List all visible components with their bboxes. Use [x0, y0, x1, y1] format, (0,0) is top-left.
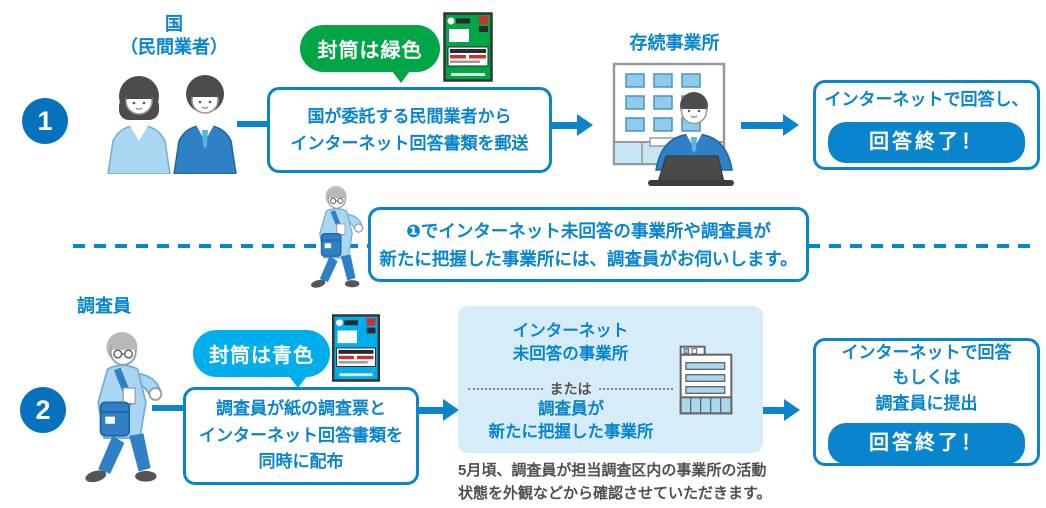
- flow2-arrow-2: [763, 399, 800, 421]
- flow1-step-box: 国が委託する民間業者から インターネット回答書類を郵送: [267, 87, 552, 173]
- flow2-result-box: インターネットで回答 もしくは 調査員に提出 回答終了！: [813, 338, 1040, 466]
- panel-top-text: インターネット 未回答の事業所: [512, 322, 629, 364]
- flow1-connector-line: [237, 121, 268, 127]
- flow1-envelope-callout: 封筒は緑色: [300, 25, 440, 83]
- flow2-step-box: 調査員が紙の調査票と インターネット回答書類を 同時に配布: [183, 387, 419, 485]
- surveyor-small-illustration: [302, 182, 370, 295]
- flow1-arrow-1: [551, 114, 593, 136]
- flow1-result-box: インターネットで回答し、 回答終了！: [813, 80, 1040, 170]
- flow2-result-text: インターネットで回答 もしくは 調査員に提出: [841, 342, 1012, 413]
- panel-bottom-text: 調査員が 新たに把握した事業所: [488, 400, 654, 442]
- flow1-target-label: 存続事業所: [629, 33, 720, 53]
- panel-or-row: または: [468, 379, 673, 399]
- flow2-answer-complete-pill: 回答終了！: [828, 423, 1025, 465]
- dotted-line: [598, 388, 673, 390]
- flow2-connector-line: [152, 405, 184, 411]
- outline-building-illustration: [674, 330, 738, 430]
- flow2-actor-label: 調査員: [77, 296, 131, 316]
- establishment-building-illustration: [598, 60, 770, 186]
- step-2-number-text: 2: [35, 394, 51, 425]
- panel-footnote: 5月頃、調査員が担当調査区内の事業所の活動 状態を外観などから確認させていただき…: [458, 462, 772, 502]
- flow1-arrow-2: [741, 114, 799, 136]
- flow2-arrow-1: [419, 399, 459, 421]
- flow2-envelope-callout: 封筒は青色: [193, 330, 330, 388]
- step-1-number-text: 1: [37, 105, 53, 136]
- step-1-number: 1: [22, 98, 68, 144]
- surveyor-large-illustration: [72, 326, 172, 493]
- step-2-number: 2: [20, 387, 66, 433]
- green-envelope-icon: [443, 12, 493, 82]
- callout-tail: [392, 71, 410, 83]
- surveyor-visit-note-box: ❶でインターネット未回答の事業所や調査員が 新たに把握した事業所には、調査員がお…: [368, 207, 809, 282]
- blue-envelope-icon: [331, 314, 381, 382]
- flow1-answer-complete-pill: 回答終了！: [828, 121, 1025, 163]
- callout-tail: [289, 376, 307, 388]
- dotted-line: [468, 388, 543, 390]
- flow2-target-panel: インターネット 未回答の事業所 または 調査員が 新たに把握した事業所: [458, 306, 763, 453]
- office-workers-illustration: [100, 70, 245, 174]
- flow1-actor-label: 国 （民間業者）: [120, 14, 228, 58]
